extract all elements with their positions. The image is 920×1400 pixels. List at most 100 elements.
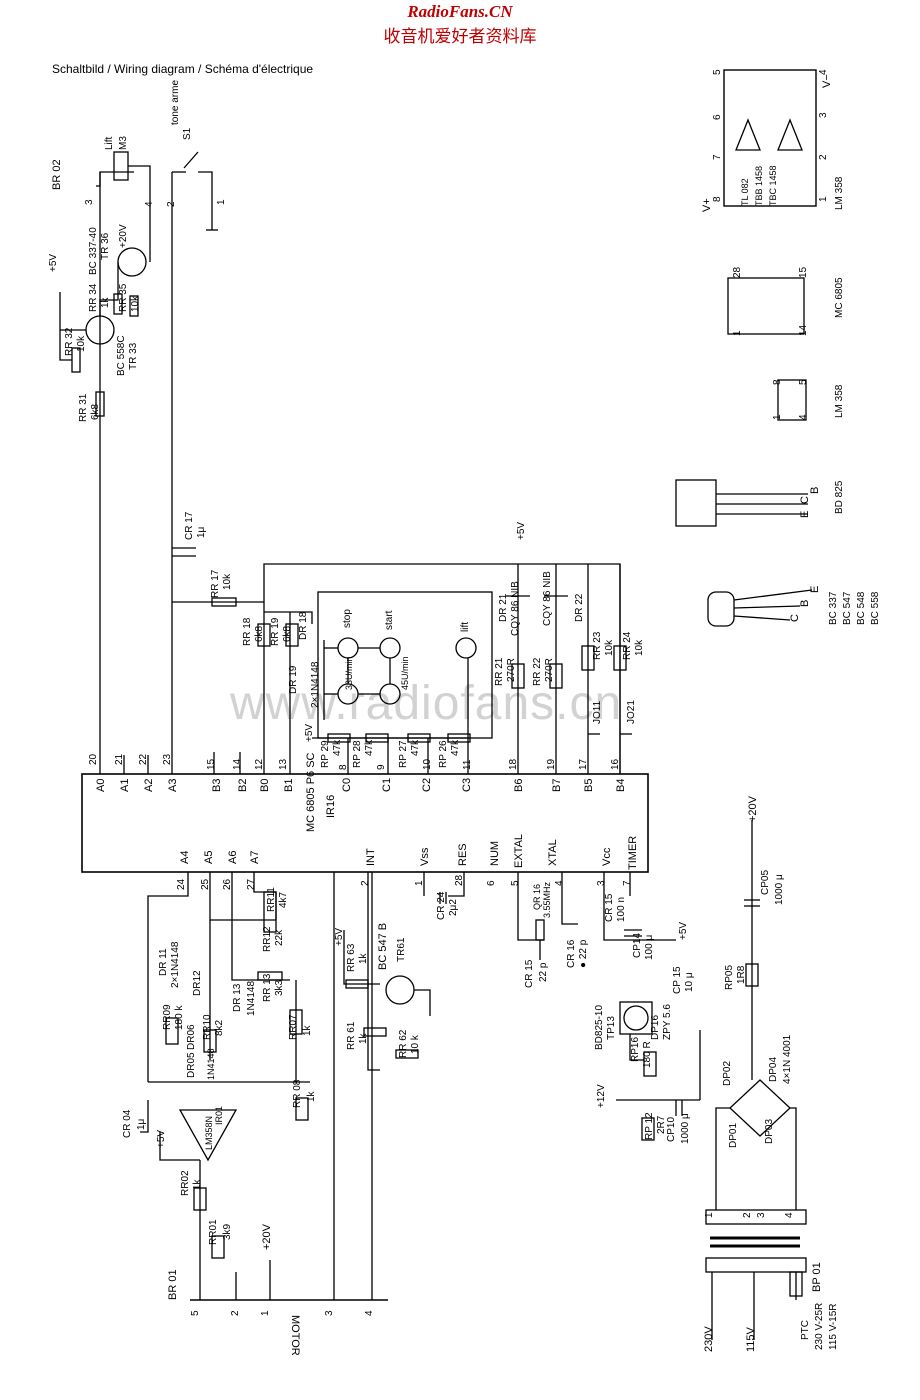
component-label: 100 μ: [644, 935, 655, 960]
component-label: S1: [182, 127, 193, 140]
component-label: 230 V-25R: [814, 1303, 825, 1350]
component-label: stop: [342, 609, 353, 628]
component-label: DP04: [768, 1057, 779, 1082]
component-label: CR 04: [122, 1109, 133, 1138]
component-label: DR 19: [288, 665, 299, 694]
component-label: 22k: [274, 929, 285, 946]
component-label: DP03: [764, 1119, 775, 1144]
component-label: RP 28: [352, 740, 363, 768]
component-label: 21: [114, 753, 125, 765]
component-label: RR 63: [346, 943, 357, 972]
pinout-bc-transistor: [707, 591, 735, 627]
pinout-lm358-dip8: [777, 379, 807, 421]
component-label: 1R8: [736, 965, 747, 984]
component-label: 24: [176, 878, 187, 890]
component-label: B1: [283, 779, 295, 792]
component-label: 2: [166, 201, 177, 207]
component-label: 16: [610, 758, 621, 770]
component-label: +20V: [261, 1223, 273, 1250]
component-label: 3: [756, 1212, 767, 1218]
component-label: RR01: [208, 1219, 219, 1245]
component-label: 5: [190, 1310, 201, 1316]
component-label: V+: [701, 198, 713, 212]
component-label: INT: [365, 848, 377, 866]
component-label: DP16: [650, 1015, 661, 1040]
component-label: RP 27: [398, 740, 409, 768]
component-label: MOTOR: [289, 1315, 301, 1356]
component-label: 115V: [745, 1326, 757, 1352]
component-label: 8: [338, 764, 349, 770]
component-label: V−: [821, 74, 833, 88]
component-label: A2: [143, 779, 155, 792]
component-label: 13: [278, 758, 289, 770]
component-label: 27: [246, 878, 257, 890]
component-label: tone arme: [170, 80, 181, 125]
component-label: 47k: [364, 739, 375, 756]
component-label: BC 558: [870, 591, 881, 625]
component-label: CR 24: [436, 891, 447, 920]
component-label: B5: [583, 779, 595, 792]
component-label: 230V: [703, 1326, 715, 1352]
component-label: +5V: [678, 922, 689, 940]
component-label: CP 15: [672, 966, 683, 994]
pinout-bd825: [675, 479, 717, 527]
component-label: 1k: [192, 1178, 203, 1190]
component-label: 10 μ: [684, 972, 695, 992]
component-label: M3: [118, 136, 129, 150]
component-label: 1: [704, 1212, 715, 1218]
component-label: C2: [421, 778, 433, 792]
component-label: LM 358: [834, 384, 845, 418]
component-label: RR09: [162, 1004, 173, 1030]
component-label: 3.55MHz: [542, 881, 552, 918]
component-label: 28: [454, 874, 465, 886]
component-label: RR 32: [64, 327, 75, 356]
component-label: 115 V-15R: [828, 1303, 839, 1350]
component-label: TR 36: [100, 232, 111, 260]
component-label: RR 19: [270, 617, 281, 646]
component-label: 2: [360, 880, 371, 886]
component-label: BC 337-40: [88, 227, 99, 275]
component-label: 1: [732, 330, 743, 336]
component-label: DR06: [186, 1024, 197, 1050]
component-label: RP05: [724, 965, 735, 990]
component-label: 12: [254, 758, 265, 770]
component-label: RP 26: [438, 740, 449, 768]
component-label: 1k: [358, 1032, 369, 1044]
component-label: 1k: [358, 952, 369, 964]
component-label: 4: [144, 201, 155, 207]
pinout-mc6805: [727, 277, 805, 335]
component-label: DP01: [728, 1123, 739, 1148]
component-label: E: [799, 511, 811, 518]
opamp-ir01: [178, 1109, 238, 1162]
component-label: RR07: [288, 1014, 299, 1040]
component-label: CP05: [760, 870, 771, 895]
component-label: 47k: [332, 739, 343, 756]
component-label: 47k: [450, 739, 461, 756]
component-label: 1μ: [136, 1118, 147, 1130]
component-label: 3: [818, 112, 829, 118]
component-label: RR11: [266, 887, 277, 912]
component-label: DR12: [192, 970, 203, 996]
component-label: DP02: [722, 1061, 733, 1086]
component-label: 1k: [302, 1024, 313, 1036]
component-label: 1: [414, 880, 425, 886]
component-label: +12V: [596, 1084, 607, 1108]
component-label: 100 n: [616, 897, 627, 922]
component-label: TBC 1458: [768, 165, 778, 206]
component-label: RR 08: [292, 1079, 303, 1108]
key-stop: [337, 637, 359, 659]
component-label: IR01: [214, 1106, 224, 1125]
component-label: 7: [622, 880, 633, 886]
component-label: C3: [461, 778, 473, 792]
component-label: 18: [508, 758, 519, 770]
component-label: 1000 μ: [774, 874, 785, 905]
component-label: A0: [95, 779, 107, 792]
component-label: CQY 86 NIB: [510, 581, 521, 636]
component-label: 4×1N 4001: [782, 1034, 793, 1084]
component-label: 4: [818, 69, 829, 75]
component-label: 8: [772, 379, 783, 385]
component-label: 3k3: [274, 979, 285, 996]
component-label: 25: [200, 878, 211, 890]
component-label: RR 17: [210, 569, 221, 598]
component-label: B7: [551, 779, 563, 792]
